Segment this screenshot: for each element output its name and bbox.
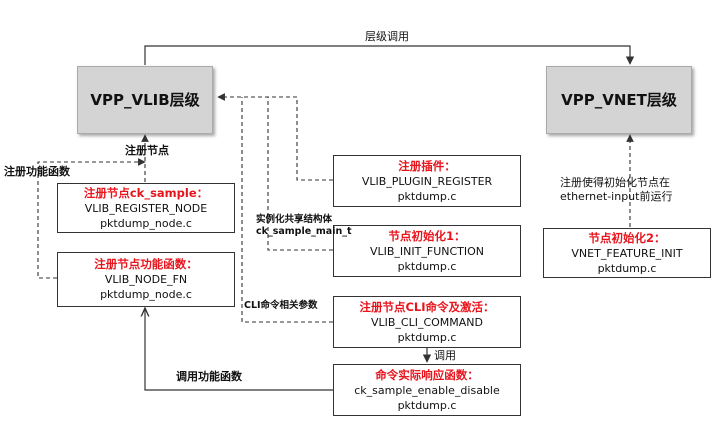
vlib-layer-label: VPP_VLIB层级 xyxy=(90,90,200,109)
vnet-note-label-1: 注册使得初始化节点在 xyxy=(560,176,670,189)
edge-cli xyxy=(241,97,333,323)
edge-init1 xyxy=(267,97,333,251)
init1-box: 节点初始化1： VLIB_INIT_FUNCTION pktdump.c xyxy=(333,225,521,277)
node-fn-box: 注册节点功能函数： VLIB_NODE_FN pktdump_node.c xyxy=(57,252,235,307)
register-func-label: 注册功能函数 xyxy=(4,165,70,178)
layer-call-label: 层级调用 xyxy=(365,30,409,43)
init1-macro: VLIB_INIT_FUNCTION xyxy=(369,244,485,258)
call-func-label: 调用功能函数 xyxy=(176,370,242,383)
edge-call-func xyxy=(145,308,333,391)
edge-register-func xyxy=(37,158,146,279)
register-node-title: 注册节点ck_sample： xyxy=(83,185,209,200)
vnet-layer-label: VPP_VNET层级 xyxy=(561,90,677,109)
shared-struct-label-1: 实例化共享结构体 xyxy=(256,214,333,225)
plugin-box: 注册插件： VLIB_PLUGIN_REGISTER pktdump.c xyxy=(333,155,521,207)
register-node-file: pktdump_node.c xyxy=(100,216,192,230)
edge-plugin xyxy=(217,93,333,181)
vlib-layer-box: VPP_VLIB层级 xyxy=(77,66,213,134)
plugin-macro: VLIB_PLUGIN_REGISTER xyxy=(361,174,493,188)
init1-title: 节点初始化1： xyxy=(388,228,466,243)
node-fn-macro: VLIB_NODE_FN xyxy=(104,273,188,286)
handler-box: 命令实际响应函数： ck_sample_enable_disable pktdu… xyxy=(333,364,521,416)
cli-box: 注册节点CLI命令及激活： VLIB_CLI_COMMAND pktdump.c xyxy=(333,296,521,348)
cli-title: 注册节点CLI命令及激活： xyxy=(359,299,495,314)
node-fn-file: pktdump_node.c xyxy=(100,288,192,301)
edge-layer-call xyxy=(144,45,635,65)
handler-file: pktdump.c xyxy=(397,398,457,412)
vnet-layer-box: VPP_VNET层级 xyxy=(546,66,692,134)
node-fn-title: 注册节点功能函数： xyxy=(94,257,198,271)
call-label: 调用 xyxy=(434,349,456,362)
cli-file: pktdump.c xyxy=(397,330,457,344)
init1-file: pktdump.c xyxy=(397,259,457,273)
handler-title: 命令实际响应函数： xyxy=(375,367,479,382)
register-node-box: 注册节点ck_sample： VLIB_REGISTER_NODE pktdum… xyxy=(57,183,235,233)
register-node-label: 注册节点 xyxy=(125,144,169,157)
init2-macro: VNET_FEATURE_INIT xyxy=(571,246,683,260)
init2-title: 节点初始化2： xyxy=(588,230,666,245)
plugin-file: pktdump.c xyxy=(397,189,457,203)
handler-func: ck_sample_enable_disable xyxy=(354,383,500,397)
init2-box: 节点初始化2： VNET_FEATURE_INIT pktdump.c xyxy=(543,228,711,278)
register-node-macro: VLIB_REGISTER_NODE xyxy=(84,201,208,215)
cli-macro: VLIB_CLI_COMMAND xyxy=(370,315,484,329)
cli-params-label: CLI命令相关参数 xyxy=(244,300,318,311)
init2-file: pktdump.c xyxy=(597,261,657,275)
shared-struct-label-2: ck_sample_main_t xyxy=(256,226,352,237)
plugin-title: 注册插件： xyxy=(398,158,456,173)
vnet-note-label-2: ethernet-input前运行 xyxy=(560,190,673,203)
